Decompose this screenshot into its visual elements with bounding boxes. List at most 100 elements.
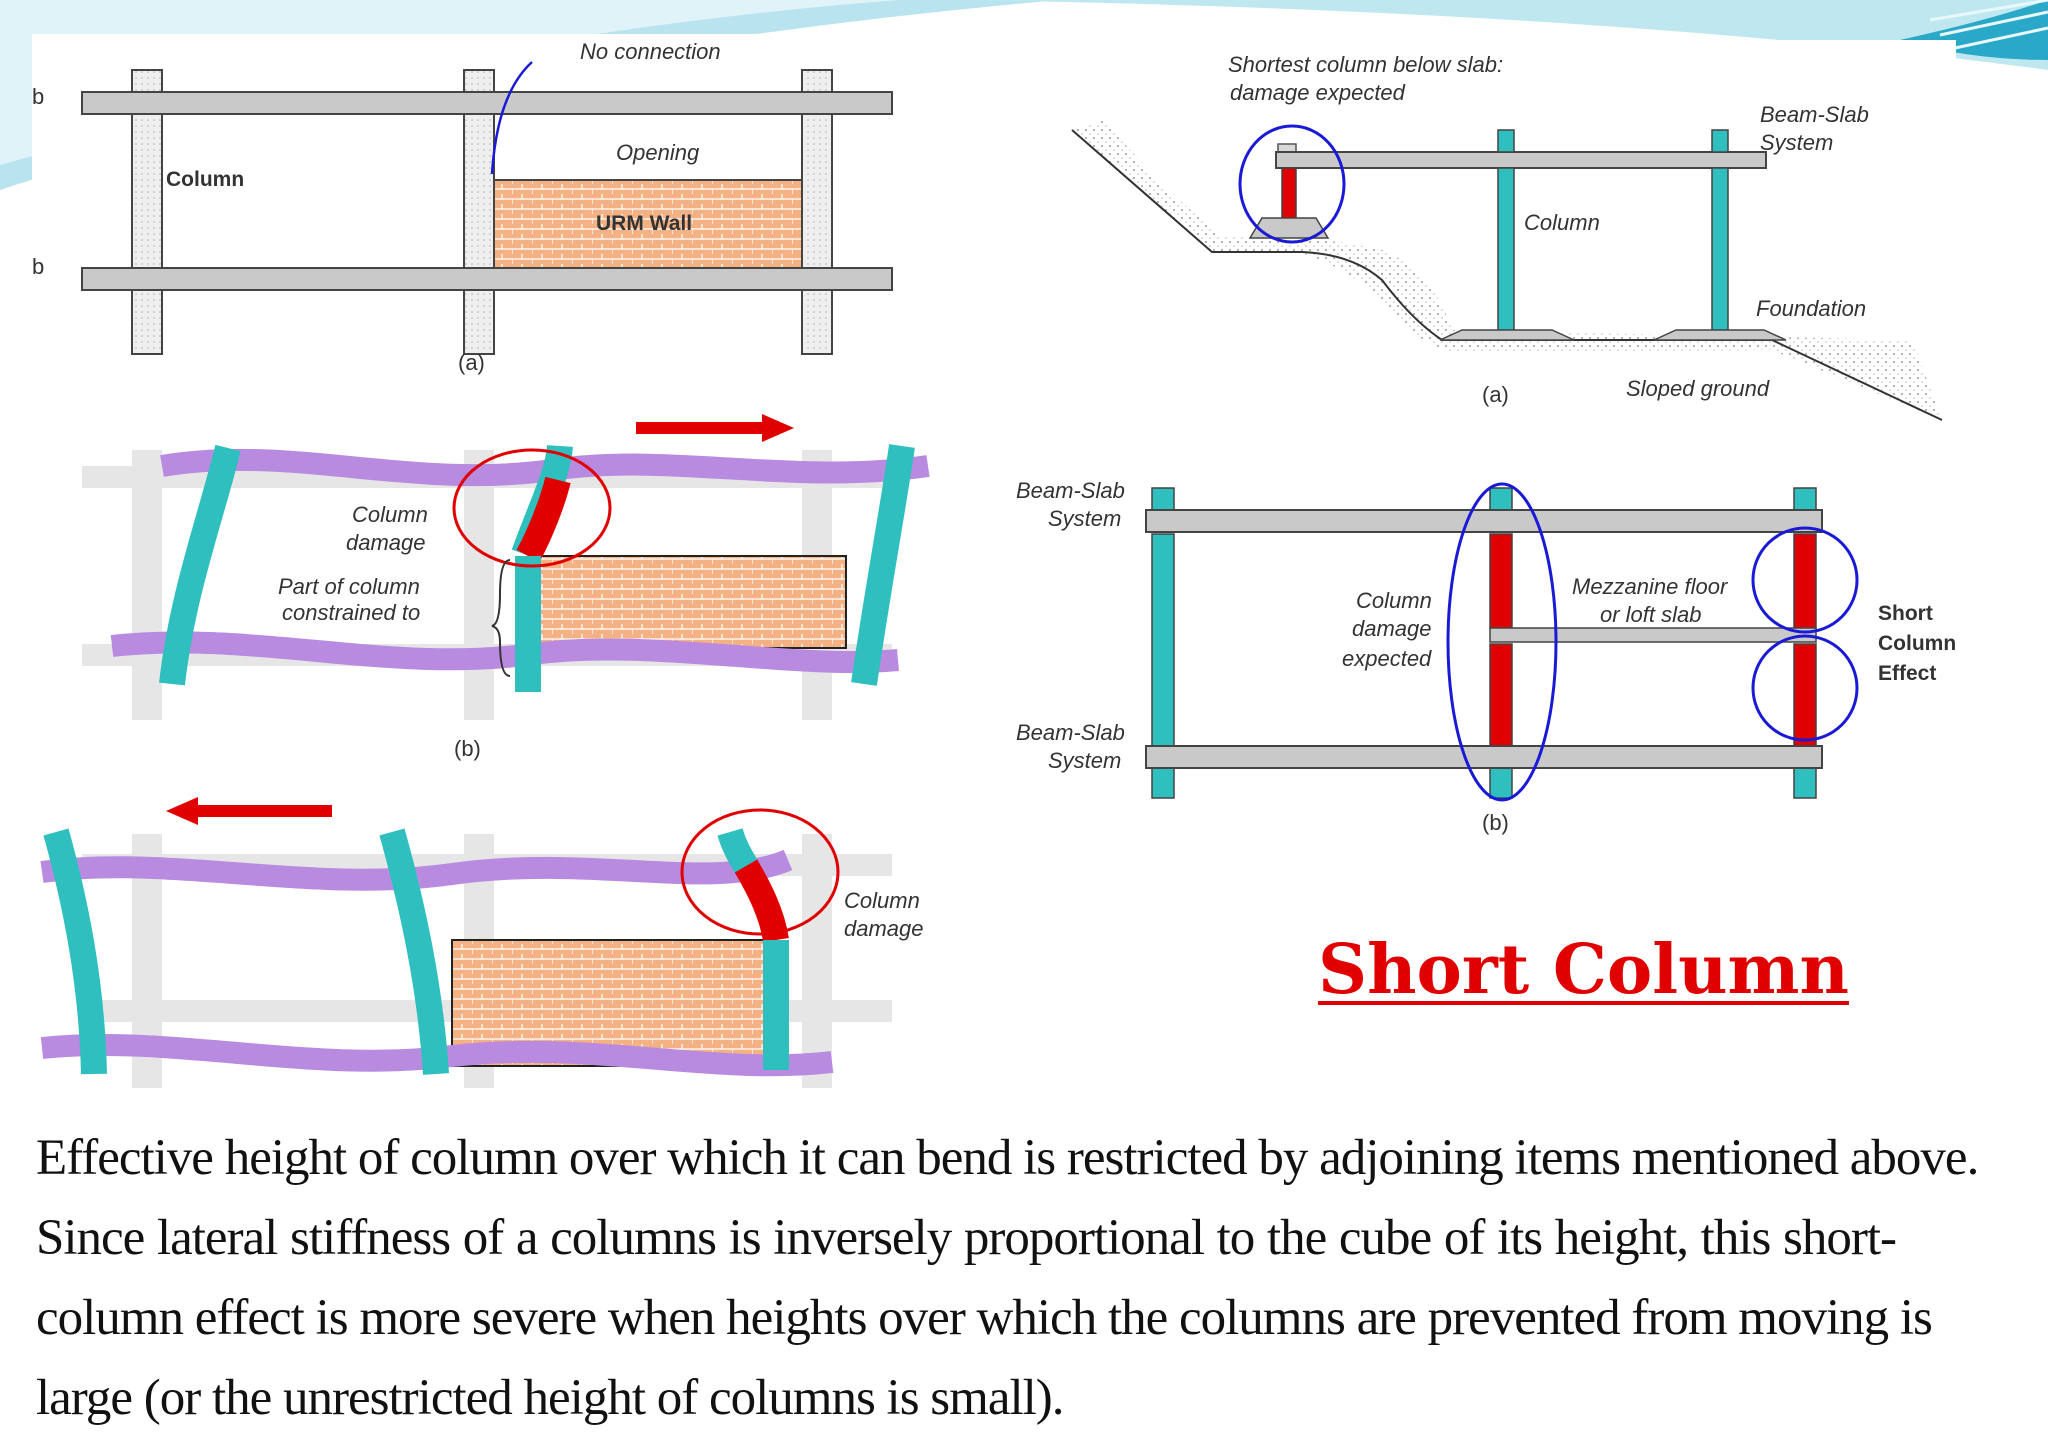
sloped-ground-label: Sloped ground (1626, 376, 1770, 401)
top-right-lines (1929, 0, 2048, 50)
beam-top (81, 91, 893, 115)
arrow-left-icon (166, 797, 198, 825)
body-line-3: column effect is more severe when height… (36, 1290, 1933, 1346)
short-column-circle-lower (1751, 634, 1859, 742)
column-damage-label-b2: damage (346, 530, 426, 555)
urm-wall (493, 179, 803, 269)
subfigure-a: No connection Column Opening URM Wall (a… (32, 39, 893, 375)
column-top-stub-a1 (1497, 129, 1515, 153)
footing-a2 (1653, 329, 1787, 341)
column-a1 (1497, 167, 1515, 333)
beam-slab-b-bottom (1145, 745, 1823, 769)
left-figure: No connection Column Opening URM Wall (a… (32, 39, 930, 1088)
body-line-4: large (or the unrestricted height of col… (36, 1370, 1065, 1426)
footing-a1 (1439, 329, 1575, 341)
column-top-c (717, 828, 758, 873)
deformed-column-left (159, 444, 241, 686)
subfigure-c: Column damage (40, 797, 924, 1088)
column-damage-label-c2: damage (844, 916, 924, 941)
column-damage-label-rb1: Column (1356, 588, 1432, 613)
caption-right-a: (a) (1482, 382, 1509, 407)
right-figure: Shortest column below slab: damage expec… (1016, 52, 1956, 835)
beam-slab-label-b3: Beam-Slab (1016, 720, 1125, 745)
beam-slab-label-b4: System (1048, 748, 1121, 773)
left-figure-panel: No connection Column Opening URM Wall (a… (32, 34, 980, 1094)
beam-slab-b-top (1145, 509, 1823, 533)
subfigure-right-a: Shortest column below slab: damage expec… (1071, 52, 1943, 421)
arrow-right-icon (762, 414, 794, 442)
body-paragraph: Effective height of column over which it… (36, 1118, 1979, 1438)
column-damage-ellipse (1446, 482, 1558, 802)
urm-wall-label: URM Wall (596, 212, 692, 235)
beam-slab-a (1275, 151, 1767, 169)
column-damage-label-c1: Column (844, 888, 920, 913)
column-damage-zone-c (734, 859, 789, 943)
beam-slab-label-a1: Beam-Slab (1760, 102, 1869, 127)
caption-right-b: (b) (1482, 810, 1509, 835)
column-damage-zone (516, 476, 571, 563)
mezzanine-label-1: Mezzanine floor (1572, 574, 1729, 599)
column-b2-lower-damage (1489, 643, 1513, 749)
part-of-column-label-1: Part of column (278, 574, 420, 599)
top-right-swoosh (960, 0, 2048, 70)
deformed-column-c-left (43, 828, 107, 1075)
column-constrained-part (515, 556, 541, 692)
shortest-column-label-2: damage expected (1230, 80, 1406, 105)
constrained-brace (491, 559, 511, 677)
short-column-a (1281, 167, 1297, 221)
deformed-beam-c-bottom (40, 1033, 834, 1077)
ghost-column-c-right (802, 834, 832, 1088)
beam-slab-label-b2: System (1048, 506, 1121, 531)
column-a2 (1711, 167, 1729, 333)
column-b2-upper-damage (1489, 533, 1513, 629)
footing-short (1248, 217, 1330, 239)
column-b1 (1151, 533, 1175, 749)
column-b3-bottom (1793, 767, 1817, 799)
opening-label: Opening (616, 140, 700, 165)
column-middle (463, 69, 495, 355)
subfigure-right-b: Beam-Slab System Beam-Slab System Column… (1016, 478, 1956, 835)
ghost-column-middle (464, 450, 494, 720)
foundation-label: Foundation (1756, 296, 1866, 321)
deformed-column-c-middle (379, 828, 449, 1075)
column-b3-lower-damage (1793, 643, 1817, 749)
column-label: Column (166, 168, 244, 191)
shortest-column-label-1: Shortest column below slab: (1228, 52, 1503, 77)
body-line-2: Since lateral stiffness of a columns is … (36, 1210, 1897, 1266)
column-constrained-part-c (763, 940, 789, 1070)
subfigure-b: Column damage Part of column constrained… (82, 414, 930, 761)
slide-title: Short Column (1318, 930, 1849, 1010)
no-connection-pointer (490, 61, 533, 175)
column-right (801, 69, 833, 355)
body-line-1: Effective height of column over which it… (36, 1130, 1979, 1186)
deformed-beam-c-top (40, 849, 793, 891)
damage-circle-c (680, 808, 840, 936)
urm-wall-b (531, 555, 847, 649)
column-damage-label-rb2: damage (1352, 616, 1432, 641)
column-b2-bottom (1489, 767, 1513, 799)
short-column-effect-label-3: Effect (1878, 662, 1936, 685)
right-figure-panel: Shortest column below slab: damage expec… (1012, 40, 1956, 870)
column-label-a: Column (1524, 210, 1600, 235)
column-b1-bottom (1151, 767, 1175, 799)
mezzanine-label-2: or loft slab (1600, 602, 1702, 627)
short-column-circle-upper (1751, 526, 1859, 634)
sloped-ground-fill (1072, 120, 1942, 420)
column-top-stub-a2 (1711, 129, 1729, 153)
column-damage-label-b1: Column (352, 502, 428, 527)
short-column-effect-label-1: Short (1878, 602, 1933, 625)
short-column-circle-a (1238, 124, 1346, 244)
no-connection-label: No connection (580, 39, 721, 64)
damage-circle-b (452, 448, 612, 568)
part-of-column-label-2: constrained to (282, 600, 420, 625)
beam-slab-label-a2: System (1760, 130, 1833, 155)
deformed-column-right (851, 444, 915, 686)
edge-label-b1: b (32, 84, 44, 109)
column-left (131, 69, 163, 355)
edge-label-b2: b (32, 254, 44, 279)
column-b3-upper-damage (1793, 533, 1817, 629)
sloped-ground-line (1071, 129, 1943, 421)
caption-b: (b) (454, 736, 481, 761)
caption-a: (a) (458, 350, 485, 375)
beam-bottom (81, 267, 893, 291)
